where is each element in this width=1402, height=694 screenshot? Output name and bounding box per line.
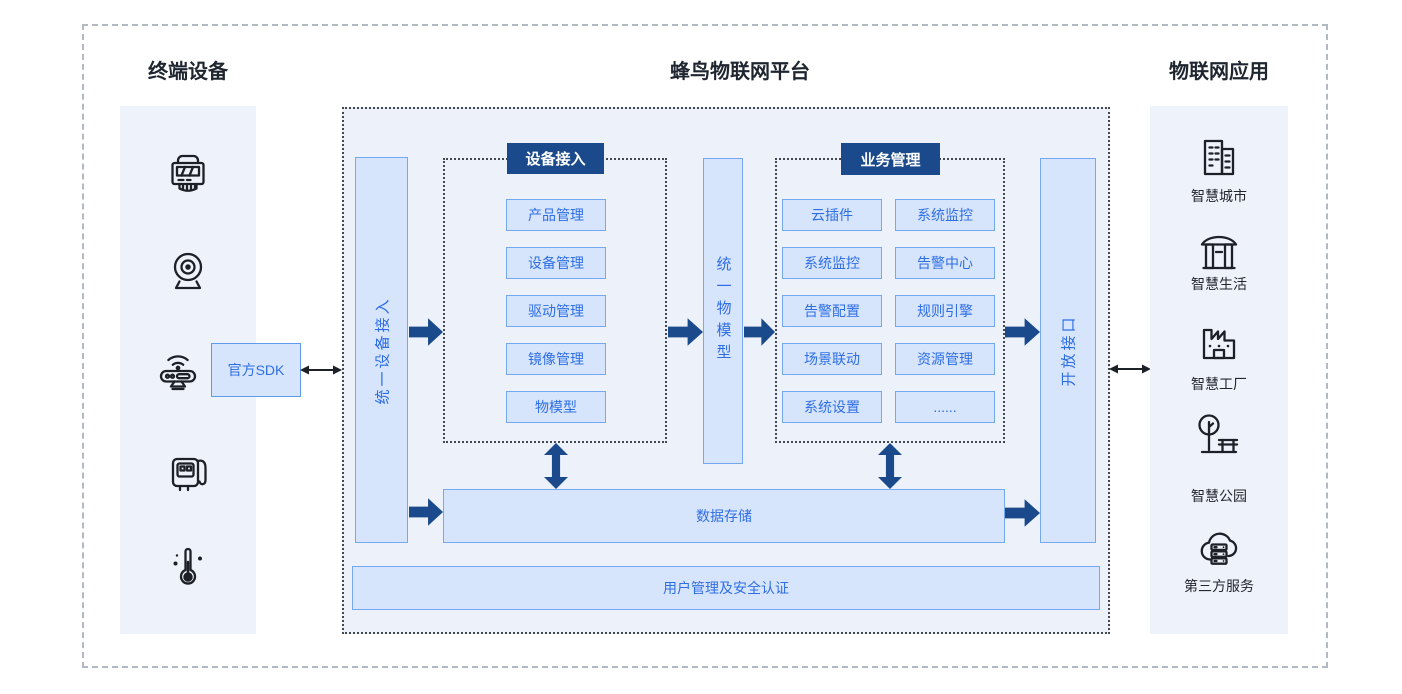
business-item: ...... (895, 391, 995, 423)
business-item: 系统监控 (782, 247, 882, 279)
business-item: 系统设置 (782, 391, 882, 423)
business-item: 告警配置 (782, 295, 882, 327)
iot-applications-heading: 物联网应用 (1169, 61, 1269, 83)
unified-thing-model-bar: 统一物模型 (703, 158, 743, 464)
city-buildings-icon (1195, 134, 1243, 182)
user-auth-bar: 用户管理及安全认证 (352, 566, 1100, 610)
app-label: 智慧生活 (1191, 276, 1247, 292)
open-api-label: 开放接口 (1060, 314, 1078, 387)
open-api-bar: 开放接口 (1040, 158, 1096, 543)
unified-device-access-label: 统一设备接入 (374, 295, 392, 405)
device-access-item: 镜像管理 (506, 343, 606, 375)
business-item: 云插件 (782, 199, 882, 231)
thermometer-icon (164, 541, 212, 589)
business-item: 系统监控 (895, 199, 995, 231)
unified-device-access-bar: 统一设备接入 (355, 157, 408, 543)
factory-icon (1195, 318, 1243, 366)
business-item: 规则引擎 (895, 295, 995, 327)
business-module-title: 业务管理 (841, 143, 940, 175)
business-item: 场景联动 (782, 343, 882, 375)
business-item: 资源管理 (895, 343, 995, 375)
pavilion-icon (1195, 228, 1243, 276)
data-storage-bar: 数据存储 (443, 489, 1005, 543)
outer-dashed-border (82, 24, 1328, 668)
app-label: 智慧工厂 (1191, 376, 1247, 392)
official-sdk-box: 官方SDK (211, 343, 301, 397)
device-access-item: 产品管理 (506, 199, 606, 231)
terminal-devices-heading: 终端设备 (148, 61, 228, 83)
electric-meter-icon (164, 151, 212, 199)
app-label: 智慧公园 (1191, 488, 1247, 504)
cloud-server-icon (1195, 522, 1243, 570)
iot-applications-panel (1150, 106, 1288, 634)
webcam-icon (164, 246, 212, 294)
device-access-title: 设备接入 (507, 143, 604, 174)
official-sdk-label: 官方SDK (227, 362, 285, 378)
platform-apps-double-arrow-icon (1108, 361, 1152, 382)
business-item: 告警中心 (895, 247, 995, 279)
device-access-item: 设备管理 (506, 247, 606, 279)
platform-heading: 蜂鸟物联网平台 (670, 61, 810, 83)
app-label: 第三方服务 (1184, 578, 1254, 594)
unified-thing-model-label: 统一物模型 (714, 256, 732, 366)
sdk-platform-double-arrow-icon (299, 362, 343, 383)
device-access-item: 物模型 (506, 391, 606, 423)
wifi-gateway-icon (154, 346, 202, 394)
app-label: 智慧城市 (1191, 188, 1247, 204)
park-tree-bench-icon (1193, 410, 1245, 462)
device-access-item: 驱动管理 (506, 295, 606, 327)
switch-device-icon (164, 448, 212, 496)
